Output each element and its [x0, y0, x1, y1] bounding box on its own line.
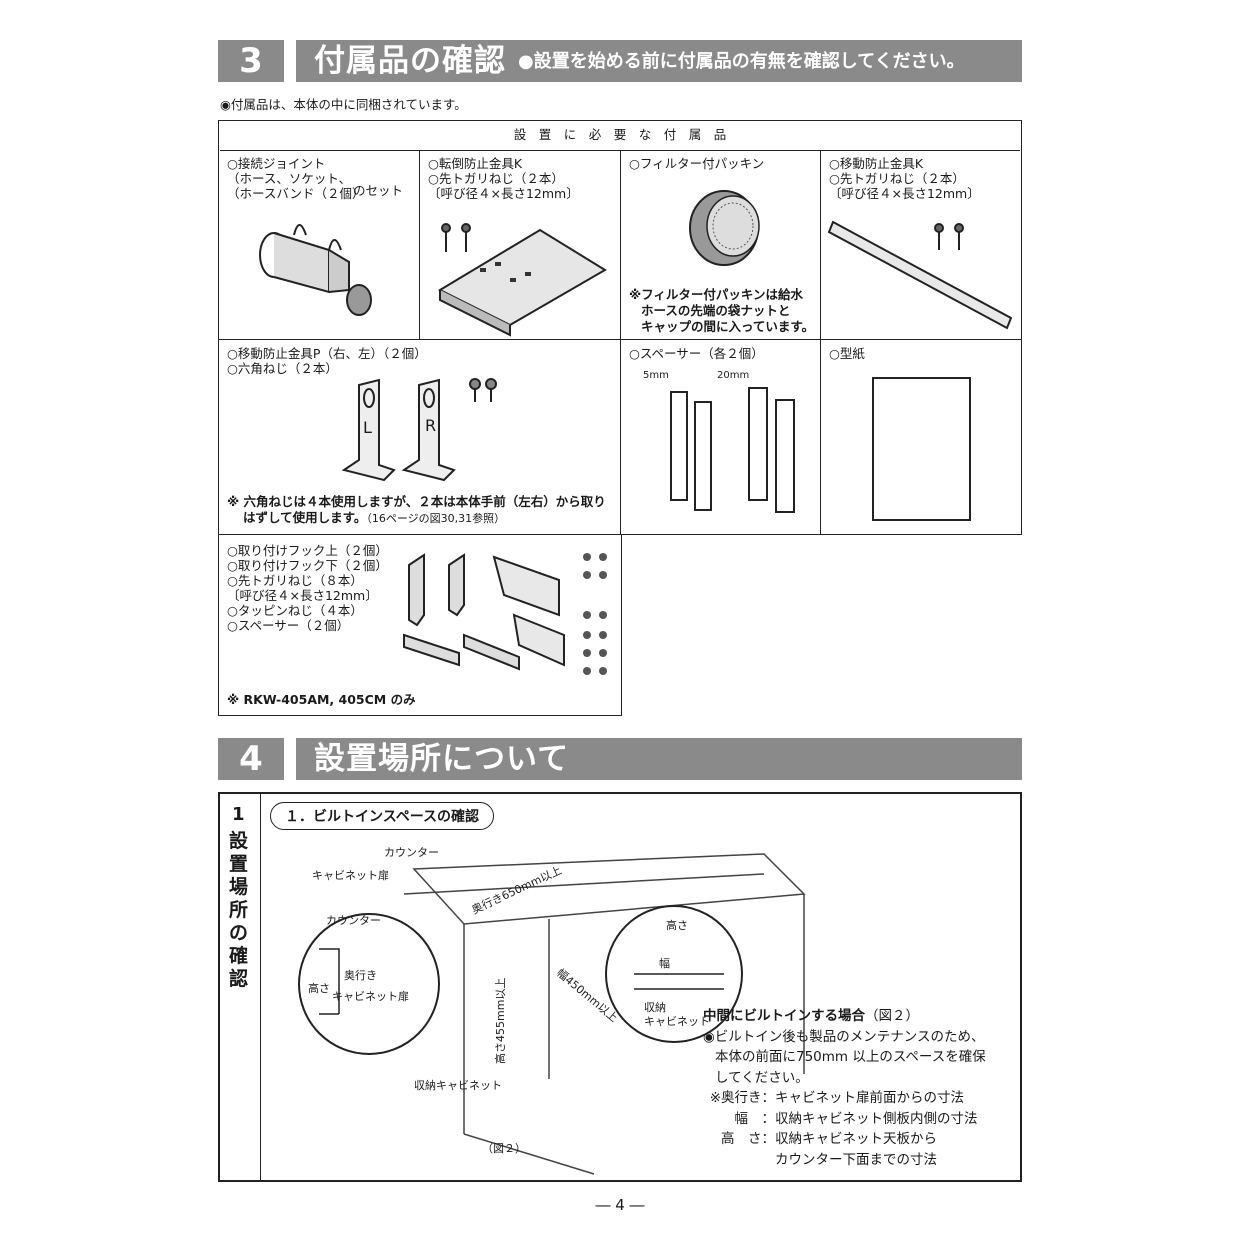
section-title: 設置場所について — [314, 741, 570, 777]
item-label: ○取り付けフック上（２個） — [227, 543, 388, 558]
item-label: ○接続ジョイント — [227, 156, 326, 171]
dim-value: キャビネット扉前面からの寸法 — [775, 1090, 964, 1106]
builtin-space-figure: カウンター キャビネット扉 奥行き650mm以上 高さ455mm以上 幅450m… — [298, 846, 806, 1175]
item-label: ○フィルター付パッキン — [629, 156, 765, 171]
instruction-line: ◉ビルトイン後も製品のメンテナンスのため、 — [703, 1028, 985, 1045]
page-number: ― 4 ― — [595, 1196, 645, 1214]
mounting-hooks-illustration — [403, 553, 607, 675]
inset-label-counter: カウンター — [326, 914, 381, 927]
builtin-instructions: 中間にビルトインする場合（図２） ◉ビルトイン後も製品のメンテナンスのため、 本… — [703, 1006, 986, 1170]
item-label: ○移動防止金具P（右、左）（２個） — [227, 346, 427, 361]
dim-key: ※奥行き： — [709, 1090, 775, 1106]
fig-label-storage: 収納キャビネット — [414, 1079, 502, 1092]
dim-key: 高 さ： — [721, 1131, 775, 1147]
note-line: ホースの先端の袋ナットと — [641, 303, 791, 318]
inset-label-depth: 奥行き — [344, 968, 377, 982]
section-4-header: 4 設置場所について — [218, 738, 1022, 780]
section-3-header: 3 付属品の確認 ●設置を始める前に付属品の有無を確認してください。 — [218, 40, 1022, 82]
bracket-p-illustration — [341, 378, 497, 482]
dim-value: 収納キャビネット側板内側の寸法 — [775, 1110, 978, 1127]
item-suffix: のセット — [353, 183, 404, 198]
cell-template: ○型紙 — [821, 340, 1021, 535]
section-subtitle: ●設置を始める前に付属品の有無を確認してください。 — [518, 51, 965, 72]
section-number: 4 — [218, 738, 284, 780]
item-label: （ホースバンド（２個） — [227, 186, 365, 201]
item-label: ○先トガリねじ（２本） — [829, 171, 965, 186]
spacer-dim-5: 5mm — [643, 370, 669, 381]
cell-anti-move-bracket-p: ○移動防止金具P（右、左）（２個） ○六角ねじ（２本） L R ※ 六角ねじは４… — [219, 340, 621, 535]
model-note: ※ RKW-405AM, 405CM のみ — [227, 692, 416, 707]
installation-box: 1 設置場所の確認 １．ビルトインスペースの確認 カウンター キャビネット扉 奥… — [218, 792, 1022, 1182]
item-label: 〔呼び径４×長さ12mm〕 — [227, 588, 378, 603]
item-label: ○型紙 — [829, 346, 865, 361]
fig-label-cab-door: キャビネット扉 — [312, 869, 389, 882]
anti-tip-bracket-illustration — [437, 223, 607, 337]
note-line: はずして使用します。 — [243, 510, 367, 525]
mid-ref: （図２） — [865, 1008, 919, 1024]
cell-filter-packing: ○フィルター付パッキン ※フィルター付パッキンは給水 ホースの先端の袋ナットと … — [621, 150, 821, 340]
item-label: ○六角ねじ（２本） — [227, 361, 338, 376]
bracket-label-left: L — [363, 418, 372, 437]
instruction-line: 本体の前面に750mm 以上のスペースを確保 — [715, 1049, 986, 1065]
item-label: ○先トガリねじ（８本） — [227, 573, 363, 588]
inset2-label-storage-1: 収納 — [644, 1001, 666, 1014]
cell-spacer: ○スペーサー（各２個） 5mm 20mm — [621, 340, 821, 535]
section-title: 付属品の確認 — [314, 43, 506, 79]
accessory-note: ◉付属品は、本体の中に同梱されています。 — [220, 97, 467, 112]
inset2-label-height: 高さ — [666, 918, 688, 932]
table-header: 設 置 に 必 要 な 付 属 品 — [220, 120, 1020, 151]
item-label: （ホース、ソケット、 — [227, 171, 352, 186]
item-label: ○スペーサー（各２個） — [629, 346, 764, 361]
note-line: ※フィルター付パッキンは給水 — [629, 287, 804, 302]
cell-connection-joint: ○接続ジョイント （ホース、ソケット、 （ホースバンド（２個） のセット — [219, 150, 420, 340]
inset2-label-width: 幅 — [659, 957, 670, 970]
dim-value: 収納キャビネット天板から — [775, 1131, 937, 1147]
cell-anti-tip-bracket: ○転倒防止金具K ○先トガリねじ（２本） 〔呼び径４×長さ12mm〕 — [420, 150, 621, 340]
filter-packing-illustration — [689, 190, 760, 266]
section-title-bar: 付属品の確認 ●設置を始める前に付属品の有無を確認してください。 — [296, 40, 1022, 82]
anti-move-bracket-illustration — [827, 220, 1013, 330]
item-label: ○タッピンねじ（４本） — [227, 603, 363, 618]
fig-label-counter: カウンター — [384, 846, 439, 859]
bracket-label-right: R — [425, 416, 437, 435]
mid-title: 中間にビルトインする場合 — [703, 1008, 865, 1024]
item-label: 〔呼び径４×長さ12mm〕 — [428, 186, 579, 201]
note-line: キャップの間に入っています。 — [641, 319, 815, 334]
dim-value: カウンター下面までの寸法 — [775, 1151, 937, 1168]
inset-label-cab-door: キャビネット扉 — [332, 990, 409, 1003]
joint-illustration — [259, 224, 372, 316]
sub-number: 1 — [232, 804, 245, 825]
spacer-illustration — [670, 387, 795, 513]
item-label: 〔呼び径４×長さ12mm〕 — [829, 186, 980, 201]
fig-label-height: 高さ455mm以上 — [493, 978, 507, 1064]
item-label: ○先トガリねじ（２本） — [428, 171, 564, 186]
item-label: ○取り付けフック下（２個） — [227, 558, 388, 573]
template-illustration — [872, 377, 971, 521]
item-label: ○移動防止金具K — [829, 156, 924, 171]
item-label: ○転倒防止金具K — [428, 156, 523, 171]
sub-heading: １．ビルトインスペースの確認 — [270, 802, 495, 830]
fig-caption: （図２） — [482, 1142, 526, 1155]
inset-label-height: 高さ — [308, 981, 330, 995]
instruction-line: してください。 — [715, 1069, 809, 1086]
dim-key: 幅 ： — [734, 1110, 776, 1127]
item-label: ○スペーサー（２個） — [227, 618, 350, 633]
cell-anti-move-bracket-k: ○移動防止金具K ○先トガリねじ（２本） 〔呼び径４×長さ12mm〕 — [821, 150, 1021, 340]
cell-mounting-hooks: ○取り付けフック上（２個） ○取り付けフック下（２個） ○先トガリねじ（８本） … — [218, 534, 622, 716]
inset2-label-storage-2: キャビネット — [644, 1015, 710, 1028]
note-line: ※ 六角ねじは４本使用しますが、２本は本体手前（左右）から取り — [227, 494, 606, 509]
vertical-title: 設置場所の確認 — [229, 830, 249, 990]
section-number: 3 — [218, 40, 284, 82]
section-title-bar: 設置場所について — [296, 738, 1022, 780]
note-ref: （16ページの図30,31参照） — [366, 512, 506, 525]
spacer-dim-20: 20mm — [717, 370, 750, 381]
